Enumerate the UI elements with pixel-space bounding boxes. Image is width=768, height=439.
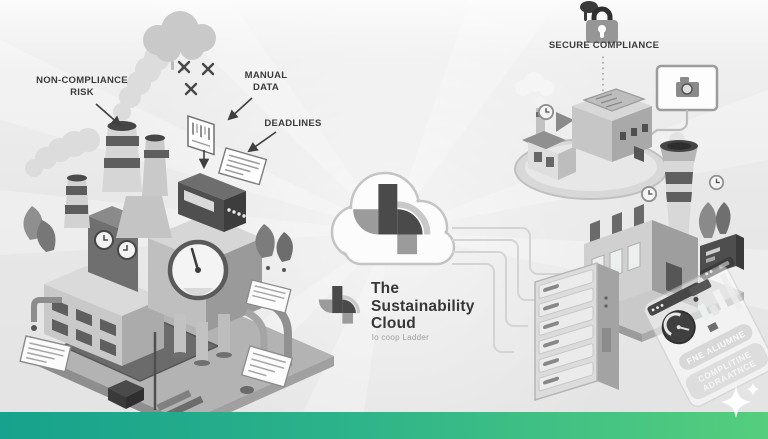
- cabinet-clock-icons: [94, 230, 137, 260]
- document-icon: [240, 345, 294, 388]
- annotation-arrows: [95, 97, 277, 170]
- leaf-icons: [23, 206, 293, 272]
- arrow-non-compliance: [95, 103, 122, 127]
- label-deadlines: DEADLINES: [264, 118, 322, 129]
- document-icon: [245, 279, 292, 314]
- brand-title: The Sustainability Cloud: [371, 280, 475, 332]
- label-secure-compliance: SECURE COMPLIANCE: [548, 40, 660, 51]
- document-icon: [19, 335, 72, 373]
- dial-gauge-icon: [661, 310, 696, 345]
- brand-tagline: lo coop Ladder: [372, 333, 430, 342]
- meter-box: [178, 173, 246, 232]
- padlock-icon: [580, 1, 618, 43]
- leaf-icon: [715, 202, 731, 234]
- arrow-manual-data: [227, 97, 253, 121]
- sparkle-icon: [721, 386, 751, 418]
- rack-slots: [538, 269, 594, 392]
- rain-cloud-icon: [143, 11, 216, 71]
- bar-chart-icon: [688, 272, 743, 333]
- barcode-document-icon: [187, 115, 215, 156]
- clock-icon: [708, 174, 725, 191]
- circuit-traces: [452, 227, 562, 353]
- x-mark-icons: [177, 60, 215, 96]
- clock-icon: [640, 185, 658, 203]
- arrow-deadlines: [247, 131, 277, 153]
- footer-gradient-bar: [0, 412, 768, 439]
- right-small-factory: [514, 72, 668, 200]
- leaf-icon: [698, 202, 717, 238]
- dark-box: [108, 380, 144, 409]
- sparkle-icon-small: [747, 383, 759, 396]
- camera-monitor-icon: [647, 64, 719, 138]
- center-cloud: [330, 171, 456, 266]
- small-cloud: [515, 72, 554, 96]
- smoke-puffs: [25, 45, 170, 177]
- chimneys: [64, 121, 172, 238]
- label-non-compliance-risk: NON-COMPLIANCE RISK: [36, 75, 128, 98]
- clock-icon: [537, 103, 555, 121]
- document-icon: [217, 147, 268, 186]
- vertical-pipes: [172, 314, 232, 366]
- dashboard-card: FNE ALIUMNE COMPLITINE ADRAATNCE: [643, 265, 768, 408]
- server-rack: [534, 262, 619, 401]
- gauge-icon: [167, 239, 229, 301]
- factory-windows: [52, 298, 116, 357]
- label-manual-data: MANUAL DATA: [244, 70, 288, 93]
